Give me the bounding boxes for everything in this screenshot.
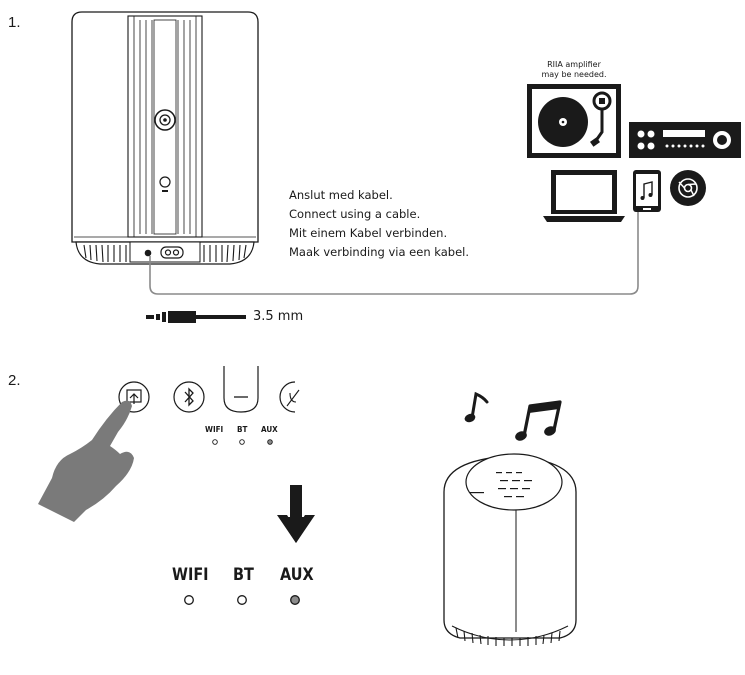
speaker-front-illustration <box>443 453 577 646</box>
led-bt <box>237 595 247 605</box>
instruction-swedish: Anslut med kabel. <box>289 188 393 202</box>
large-label-aux: AUX <box>280 565 314 585</box>
led-wifi <box>184 595 194 605</box>
music-note-double-icon <box>515 400 562 441</box>
phone-music-icon <box>633 170 661 212</box>
large-led-row <box>184 595 300 605</box>
step-2-number: 2. <box>8 372 21 389</box>
laptop-icon <box>543 170 625 222</box>
small-label-aux: AUX <box>261 425 278 434</box>
cable-size-label: 3.5 mm <box>253 309 304 324</box>
speaker-rear-illustration <box>71 11 259 265</box>
hand-pressing-icon <box>38 400 134 522</box>
amplifier-icon <box>629 122 741 158</box>
step-1-number: 1. <box>8 14 21 31</box>
instruction-english: Connect using a cable. <box>289 207 421 221</box>
led-aux <box>290 595 300 605</box>
instruction-list: Anslut med kabel. Connect using a cable.… <box>289 186 469 262</box>
chromecast-icon <box>670 170 706 206</box>
instruction-german: Mit einem Kabel verbinden. <box>289 226 448 240</box>
jack-cable-icon <box>146 311 246 323</box>
instruction-dutch: Maak verbinding via een kabel. <box>289 245 469 259</box>
control-panel-closeup <box>118 366 300 445</box>
large-label-bt: BT <box>233 565 254 585</box>
large-label-wifi: WIFI <box>172 565 209 585</box>
small-label-wifi: WIFI <box>205 425 224 434</box>
turntable-icon <box>527 84 621 158</box>
small-label-bt: BT <box>237 425 248 434</box>
riaa-note: RIIA amplifier may be needed. <box>541 60 607 79</box>
down-arrow-icon <box>277 485 315 543</box>
music-note-small-icon <box>464 391 489 423</box>
